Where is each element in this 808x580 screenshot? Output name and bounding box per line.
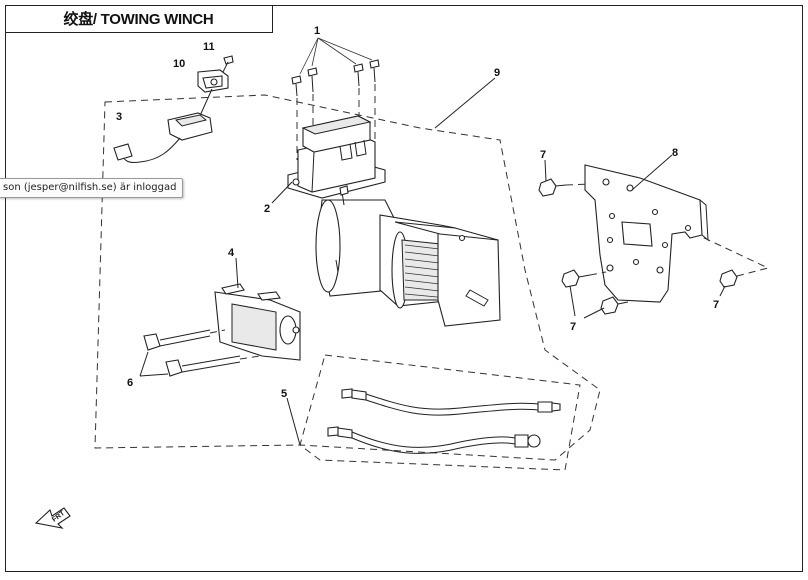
callout-7-right: 7 bbox=[713, 299, 719, 311]
part-5-cable-upper bbox=[341, 388, 561, 416]
callout-5: 5 bbox=[281, 388, 287, 400]
part-4-roller-fairlead bbox=[214, 283, 301, 361]
callout-3: 3 bbox=[116, 111, 122, 123]
front-direction-arrow-icon: FRT bbox=[34, 507, 71, 529]
callout-10: 10 bbox=[173, 58, 185, 70]
part-6-bolt-upper bbox=[143, 329, 226, 351]
part-10-switch-cover bbox=[197, 69, 229, 93]
part-8-mounting-plate bbox=[584, 164, 709, 303]
diagram-frame bbox=[5, 5, 803, 572]
part-5-cable-lower bbox=[327, 426, 541, 454]
callout-7-upper: 7 bbox=[540, 149, 546, 161]
callout-8: 8 bbox=[672, 147, 678, 159]
callout-1: 1 bbox=[314, 25, 320, 37]
assembly-boundary-dashed bbox=[94, 94, 601, 461]
part-7-bolt-upper-left bbox=[538, 178, 591, 197]
part-7-bolt-right bbox=[699, 235, 770, 288]
part-11-screw bbox=[222, 55, 234, 73]
part-1-bolts bbox=[291, 59, 380, 97]
part-7-bolt-mid-left bbox=[561, 269, 607, 288]
callout-11: 11 bbox=[203, 41, 215, 53]
part-2-contactor-box bbox=[287, 115, 386, 199]
callout-7-lower-left: 7 bbox=[570, 321, 576, 333]
winch-motor-drum bbox=[315, 185, 501, 327]
login-tooltip: son (jesper@nilfish.se) är inloggad bbox=[0, 178, 184, 198]
callout-4: 4 bbox=[228, 247, 235, 259]
cable-group-boundary-dashed bbox=[299, 354, 581, 471]
page-title: 绞盘/ TOWING WINCH bbox=[63, 11, 214, 28]
part-7-bolt-lower-left bbox=[600, 296, 629, 315]
callout-9: 9 bbox=[494, 67, 500, 79]
part-6-bolt-lower bbox=[165, 355, 261, 377]
title-box: 绞盘/ TOWING WINCH bbox=[5, 5, 273, 33]
part-3-switch-assembly bbox=[113, 112, 213, 163]
callout-2: 2 bbox=[264, 203, 270, 215]
callout-6: 6 bbox=[127, 377, 133, 389]
